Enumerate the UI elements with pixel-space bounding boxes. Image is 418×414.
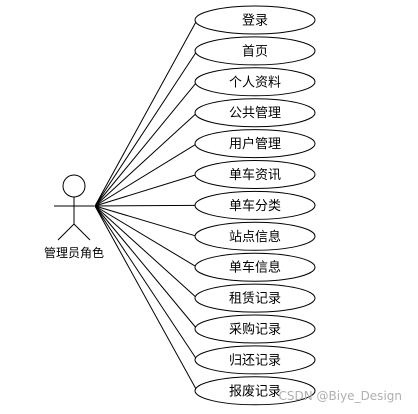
association-line <box>94 143 198 207</box>
use-case: 单车信息 <box>194 252 316 282</box>
watermark-text: CSDN @Biye_Design <box>278 389 402 403</box>
use-case-list: 登录首页个人资料公共管理用户管理单车资讯单车分类站点信息单车信息租赁记录采购记录… <box>194 5 316 406</box>
association-line <box>94 112 198 207</box>
association-line <box>94 205 198 361</box>
association-line <box>94 205 198 392</box>
use-case-label: 租赁记录 <box>229 292 281 307</box>
use-case-label: 首页 <box>242 44 268 59</box>
use-case-label: 登录 <box>242 14 268 29</box>
use-case-label: 采购记录 <box>229 322 281 338</box>
actor-name: 管理员角色 <box>44 245 104 260</box>
association-line <box>94 205 198 237</box>
use-case-ellipse <box>194 345 316 375</box>
use-case-label: 公共管理 <box>229 106 281 121</box>
use-case: 公共管理 <box>194 98 316 128</box>
use-case-ellipse <box>194 221 316 251</box>
use-case: 单车资讯 <box>194 160 316 189</box>
use-case-ellipse <box>194 36 316 66</box>
association-lines <box>94 19 198 392</box>
use-case-label: 个人资料 <box>229 75 281 90</box>
use-case-ellipse <box>194 190 316 220</box>
actor-left-leg <box>57 223 75 241</box>
association-line <box>94 81 198 207</box>
use-case-ellipse <box>194 376 316 406</box>
use-case-ellipse <box>194 67 316 97</box>
actor-figure: 管理员角色 <box>44 174 104 260</box>
use-case-label: 单车信息 <box>229 260 281 276</box>
use-case-ellipse <box>194 314 316 344</box>
use-case-label: 单车资讯 <box>229 167 281 183</box>
actor-right-leg <box>73 223 91 241</box>
association-line <box>94 205 198 268</box>
use-case: 单车分类 <box>194 190 316 220</box>
association-line <box>94 204 198 207</box>
use-case: 租赁记录 <box>194 283 316 313</box>
use-case: 站点信息 <box>194 221 316 251</box>
use-case-ellipse <box>194 98 316 128</box>
use-case-ellipse <box>194 160 316 189</box>
use-case-ellipse <box>194 283 316 313</box>
use-case: 归还记录 <box>194 345 316 375</box>
use-case-ellipse <box>194 5 316 35</box>
association-line <box>94 50 198 207</box>
use-case: 个人资料 <box>194 67 316 97</box>
association-line <box>94 19 198 207</box>
use-case-label: 站点信息 <box>229 229 281 245</box>
actor-head <box>62 174 86 198</box>
use-case-ellipse <box>194 129 316 159</box>
use-case: 采购记录 <box>194 314 316 344</box>
use-case: 报废记录 <box>194 376 316 406</box>
use-case-label: 用户管理 <box>229 136 281 152</box>
use-case: 首页 <box>194 36 316 66</box>
association-line <box>94 205 198 330</box>
use-case-ellipse <box>194 252 316 282</box>
association-line <box>94 205 198 299</box>
use-case: 登录 <box>194 5 316 35</box>
use-case-label: 报废记录 <box>229 383 281 399</box>
use-case-label: 归还记录 <box>229 353 281 368</box>
association-line <box>94 174 198 207</box>
use-case: 用户管理 <box>194 129 316 159</box>
use-case-label: 单车分类 <box>229 198 281 214</box>
